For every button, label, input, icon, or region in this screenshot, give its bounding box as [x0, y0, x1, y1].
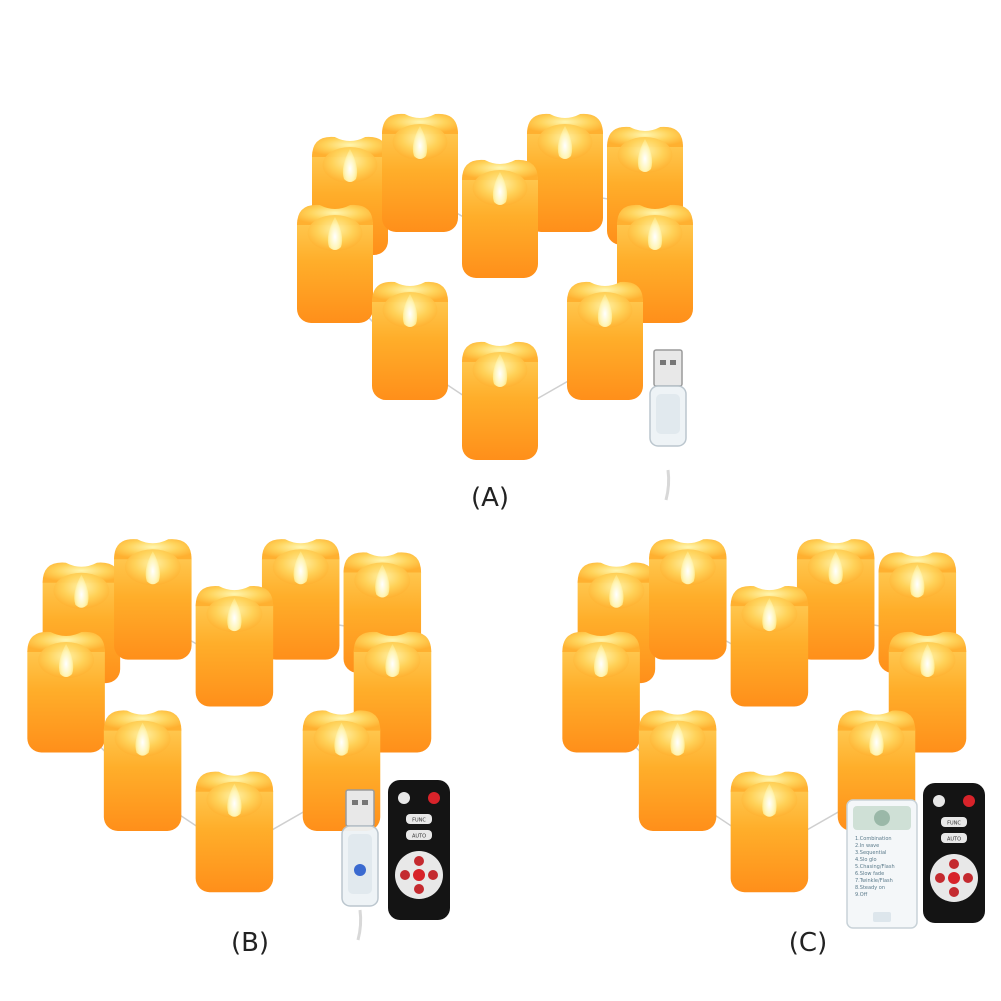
candle [261, 539, 340, 660]
flame-icon [293, 551, 308, 585]
flame-icon [920, 644, 935, 678]
flame-icon [74, 574, 89, 608]
panel-b: FUNC AUTO [0, 515, 470, 941]
candle [796, 539, 875, 660]
battery-mode-text: 1.Combination [855, 836, 892, 842]
battery-mode-text: 3.Sequential [855, 850, 886, 856]
candle [372, 281, 448, 400]
flame-icon [342, 149, 358, 182]
candle [27, 631, 105, 753]
flame-icon [492, 354, 508, 387]
flame-icon [385, 644, 400, 678]
flame-icon [593, 644, 609, 678]
auto-label: AUTO [947, 837, 961, 843]
flame-icon [145, 551, 160, 585]
flame-icon [869, 722, 884, 756]
candle-heart-a [297, 113, 693, 501]
battery-mode-text: 5.Chasing/Flash [855, 864, 895, 870]
panel-label-c: (C) [788, 928, 828, 958]
battery-mode-text: 6.Slow fade [855, 871, 884, 877]
flame-icon [327, 217, 343, 250]
battery-mode-text: 9.Off [855, 892, 868, 898]
flame-icon [910, 564, 925, 598]
panel-a [270, 90, 730, 510]
candle [462, 159, 538, 278]
flame-icon [762, 783, 777, 817]
candle [382, 113, 458, 232]
func-label: FUNC [947, 821, 961, 827]
flame-icon [227, 783, 242, 817]
candle [562, 631, 640, 753]
candle [730, 585, 809, 707]
candle [638, 710, 717, 831]
flame-icon [680, 551, 695, 585]
candle [195, 771, 274, 893]
battery-mode-text: 7.Twinkle/Flash [855, 878, 893, 884]
candle [527, 113, 603, 232]
candle [888, 631, 967, 753]
candle [567, 281, 643, 400]
flame-icon [557, 126, 573, 159]
candle [195, 585, 274, 707]
flame-icon [334, 722, 349, 756]
flame-icon [637, 139, 653, 172]
usb-controller-icon [341, 789, 379, 941]
flame-icon [609, 574, 624, 608]
remote-control-icon: FUNC AUTO [388, 780, 450, 920]
candle [297, 204, 373, 323]
flame-icon [647, 217, 663, 250]
usb-plug-icon [649, 349, 687, 501]
panel-label-a: (A) [470, 483, 510, 513]
flame-icon [375, 564, 390, 598]
auto-label: AUTO [412, 834, 426, 840]
candle [462, 341, 538, 460]
flame-icon [402, 294, 418, 327]
flame-icon [412, 126, 428, 159]
candle [103, 710, 182, 831]
battery-mode-text: 4.Slo glo [855, 857, 877, 863]
flame-icon [762, 598, 777, 632]
flame-icon [58, 644, 74, 678]
battery-mode-text: 2.In wave [855, 843, 879, 849]
candle [114, 539, 192, 660]
flame-icon [597, 294, 613, 327]
battery-mode-text: 8.Steady on [855, 885, 885, 891]
candle [649, 539, 727, 660]
flame-icon [135, 722, 150, 756]
candle [730, 771, 809, 893]
panel-label-b: (B) [230, 928, 270, 958]
flame-icon [492, 172, 508, 205]
func-label: FUNC [412, 818, 426, 824]
remote-control-icon: FUNC AUTO [923, 783, 985, 923]
flame-icon [227, 598, 242, 632]
flame-icon [828, 551, 843, 585]
candle-heart-b: FUNC AUTO [27, 539, 450, 941]
flame-icon [670, 722, 685, 756]
